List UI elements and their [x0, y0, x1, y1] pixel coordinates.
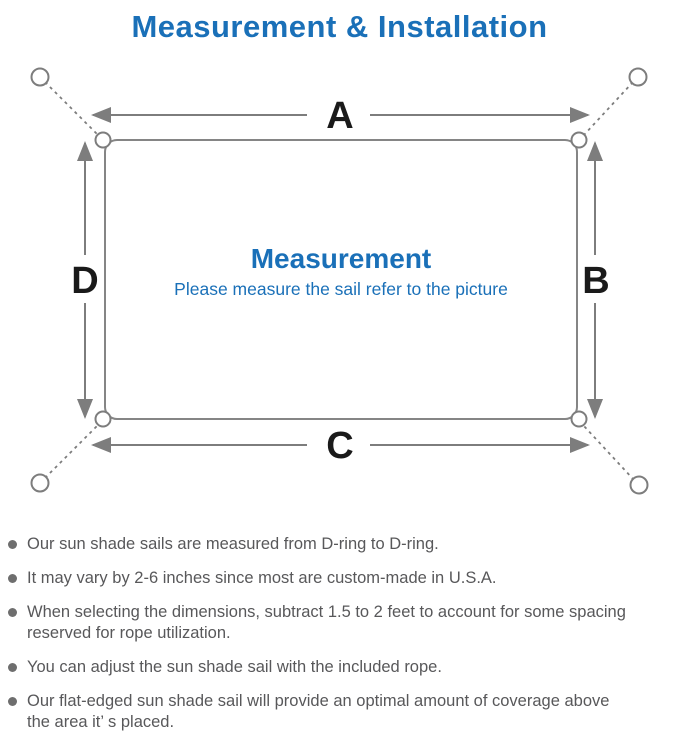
note-text: Our flat-edged sun shade sail will provi…: [27, 692, 610, 731]
bullet-icon: [8, 663, 17, 672]
page-title: Measurement & Installation: [131, 9, 548, 44]
d-rings: [94, 131, 588, 428]
note-text: Our sun shade sails are measured from D-…: [27, 535, 439, 553]
dimension-arrows: [77, 107, 603, 453]
diagram-subheading: Please measure the sail refer to the pic…: [174, 279, 508, 299]
d-ring-icon-bottom-left: [94, 410, 112, 428]
anchor-ring-icon-bottom-left: [30, 473, 50, 493]
anchor-points: [30, 67, 649, 495]
notes-list: Our sun shade sails are measured from D-…: [0, 534, 679, 733]
diagram-heading: Measurement: [251, 243, 432, 274]
note-text: When selecting the dimensions, subtract …: [27, 603, 626, 642]
rope-line-bottom-left: [44, 423, 100, 479]
measurement-diagram-svg: A B C D Measurement Please measure the s…: [30, 67, 649, 495]
note-text: You can adjust the sun shade sail with t…: [27, 658, 442, 676]
note-item-subtract-feet: When selecting the dimensions, subtract …: [8, 602, 667, 644]
rope-line-bottom-right: [582, 424, 635, 481]
dim-label-c: C: [326, 425, 353, 467]
dim-label-a: A: [326, 95, 353, 137]
d-ring-icon-top-left: [94, 131, 112, 149]
dim-label-b: B: [582, 260, 609, 302]
anchor-ring-icon-top-right: [628, 67, 648, 87]
note-text: It may vary by 2-6 inches since most are…: [27, 569, 497, 587]
anchor-ring-icon-bottom-right: [629, 475, 649, 495]
note-item-adjust-rope: You can adjust the sun shade sail with t…: [8, 657, 667, 678]
rope-line-top-left: [44, 81, 100, 137]
bullet-icon: [8, 574, 17, 583]
bullet-icon: [8, 540, 17, 549]
dim-label-d: D: [71, 260, 98, 302]
d-ring-icon-top-right: [570, 131, 588, 149]
measurement-diagram: A B C D Measurement Please measure the s…: [0, 52, 679, 504]
note-item-measured-d-ring: Our sun shade sails are measured from D-…: [8, 534, 667, 555]
rope-line-top-right: [582, 81, 634, 137]
note-item-flat-edged-coverage: Our flat-edged sun shade sail will provi…: [8, 691, 667, 733]
sail-shape: [104, 139, 578, 420]
note-item-vary-inches: It may vary by 2-6 inches since most are…: [8, 568, 667, 589]
d-ring-icon-bottom-right: [570, 410, 588, 428]
bullet-icon: [8, 697, 17, 706]
anchor-rope-dashed-lines: [44, 81, 635, 481]
anchor-ring-icon-top-left: [30, 67, 50, 87]
bullet-icon: [8, 608, 17, 617]
